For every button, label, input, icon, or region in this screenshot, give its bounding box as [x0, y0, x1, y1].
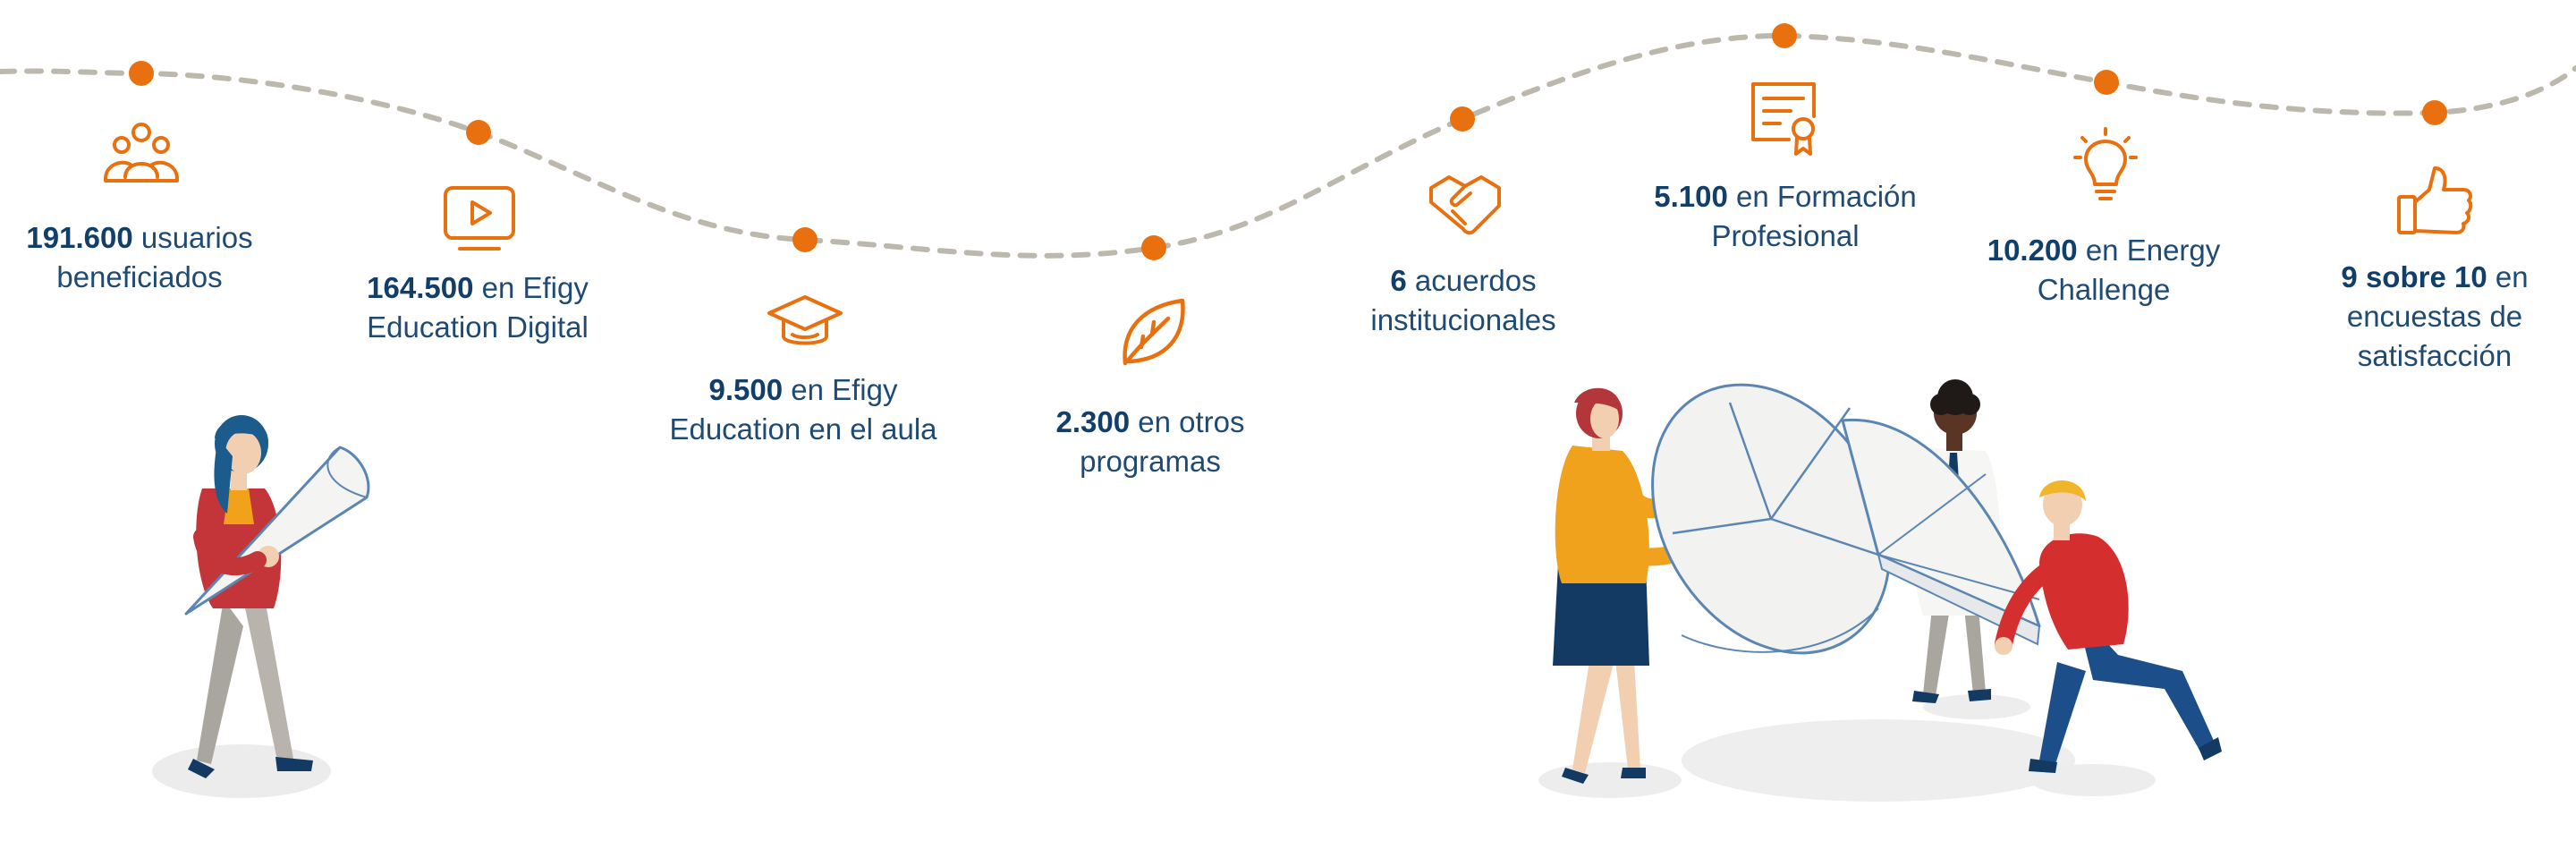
timeline-dot: [466, 120, 491, 145]
milestone-other-programs: 2.300 en otros programas: [980, 403, 1320, 481]
milestone-text: beneficiados: [56, 260, 223, 293]
team-building-pie-chart-illustration: [1538, 379, 2222, 802]
milestone-number: 6: [1390, 264, 1407, 297]
milestone-classroom: 9.500 en Efigy Education en el aula: [633, 370, 973, 449]
milestone-text: Profesional: [1711, 219, 1860, 252]
milestone-number: 164.500: [367, 271, 474, 304]
milestone-energy-challenge: 10.200 en Energy Challenge: [1934, 231, 2274, 310]
milestone-number: 191.600: [26, 221, 133, 254]
milestone-satisfaction: 9 sobre 10 en encuestas de satisfacción: [2265, 258, 2576, 376]
milestone-text: institucionales: [1370, 303, 1556, 336]
milestone-text: Challenge: [2037, 273, 2171, 306]
milestone-text: en Efigy: [783, 373, 898, 406]
milestone-text: satisfacción: [2357, 339, 2512, 372]
leaf-icon: [1109, 288, 1195, 374]
milestone-text: programas: [1080, 445, 1221, 478]
thumbs-up-icon: [2392, 157, 2478, 243]
milestone-number: 9.500: [708, 373, 784, 406]
milestone-number: 9 sobre 10: [2341, 260, 2487, 293]
milestone-number: 10.200: [1987, 234, 2078, 267]
milestone-text: Education Digital: [367, 310, 589, 344]
milestone-text: encuestas de: [2346, 300, 2523, 333]
lightbulb-icon: [2063, 125, 2148, 211]
milestone-text: acuerdos: [1406, 264, 1537, 297]
graduation-cap-icon: [762, 277, 848, 363]
milestone-text: en Formación: [1727, 180, 1917, 213]
timeline-dot: [129, 61, 154, 86]
milestone-text: en Efigy: [473, 271, 589, 304]
timeline-dot: [1141, 235, 1166, 260]
timeline-dot: [2094, 70, 2119, 95]
milestone-number: 5.100: [1654, 180, 1728, 213]
milestone-users: 191.600 usuarios beneficiados: [0, 218, 309, 297]
woman-carrying-slice-illustration: [152, 415, 370, 798]
video-play-icon: [436, 175, 522, 261]
timeline-dot: [1450, 106, 1475, 132]
timeline-dashed-path: [0, 32, 2576, 259]
milestone-text: en Energy: [2077, 234, 2221, 267]
milestone-agreements: 6 acuerdos institucionales: [1293, 261, 1633, 340]
timeline-dot: [2422, 100, 2447, 125]
milestone-text: Education en el aula: [669, 412, 937, 446]
milestone-text: en otros: [1130, 405, 1245, 438]
certificate-icon: [1741, 75, 1826, 161]
timeline-dot: [1772, 23, 1797, 48]
handshake-icon: [1422, 161, 1508, 247]
milestone-text: usuarios: [132, 221, 253, 254]
timeline-dot: [792, 227, 818, 252]
milestone-vocational: 5.100 en Formación Profesional: [1615, 177, 1955, 256]
milestone-text: en: [2487, 260, 2529, 293]
milestone-digital: 164.500 en Efigy Education Digital: [308, 268, 648, 347]
users-icon: [98, 113, 184, 199]
milestone-number: 2.300: [1055, 405, 1131, 438]
